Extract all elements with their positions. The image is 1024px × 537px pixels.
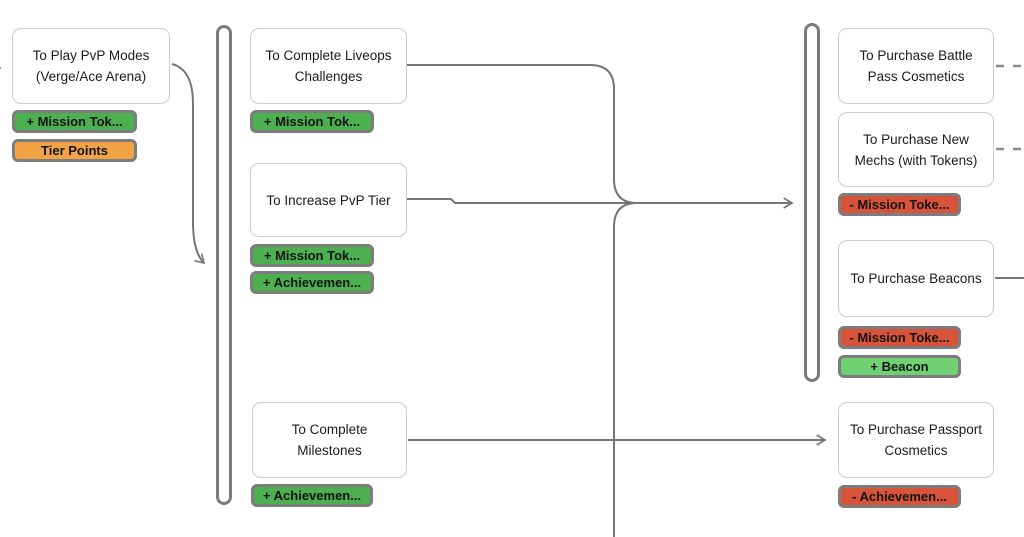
node-increase-pvp-tier[interactable]: To Increase PvP Tier: [250, 163, 407, 237]
node-label: To Complete Liveops: [265, 48, 392, 63]
tag-beacons-beacon[interactable]: + Beacon: [838, 355, 961, 378]
node-purchase-battle-pass-cosmetics[interactable]: To Purchase Battle Pass Cosmetics: [838, 28, 994, 104]
tag-beacons-mission-tokens[interactable]: - Mission Toke...: [838, 326, 961, 349]
node-complete-milestones[interactable]: To Complete Milestones: [252, 402, 407, 478]
node-label: To Purchase Beacons: [850, 271, 982, 286]
node-label: Mechs (with Tokens): [854, 152, 978, 168]
tag-label: + Mission Tok...: [263, 114, 361, 129]
tag-liveops-mission-tokens[interactable]: + Mission Tok...: [250, 110, 374, 133]
tag-label: - Mission Toke...: [849, 330, 950, 345]
tag-label: + Beacon: [870, 359, 929, 374]
tag-label: - Achievemen...: [852, 489, 947, 504]
tag-play-pvp-mission-tokens[interactable]: + Mission Tok...: [12, 110, 137, 133]
node-complete-liveops-challenges[interactable]: To Complete Liveops Challenges: [250, 28, 407, 104]
tag-pvp-tier-mission-tokens[interactable]: + Mission Tok...: [250, 244, 374, 267]
node-purchase-passport-cosmetics[interactable]: To Purchase Passport Cosmetics: [838, 402, 994, 478]
connector-liveops-down[interactable]: [407, 64, 638, 204]
connector-junction-down[interactable]: [613, 202, 638, 537]
node-label: Cosmetics: [884, 443, 948, 458]
node-purchase-beacons[interactable]: To Purchase Beacons: [838, 240, 994, 317]
tag-passport-achievement[interactable]: - Achievemen...: [838, 485, 961, 508]
gate-bar-right[interactable]: [804, 23, 820, 382]
node-label: To Complete: [291, 422, 368, 437]
node-label: (Verge/Ace Arena): [35, 69, 147, 84]
tag-new-mechs-mission-tokens[interactable]: - Mission Toke...: [838, 193, 961, 216]
tag-label: + Mission Tok...: [263, 248, 361, 263]
tag-pvp-tier-achievement[interactable]: + Achievemen...: [250, 271, 374, 294]
tag-label: - Mission Toke...: [849, 197, 950, 212]
node-label: Challenges: [294, 69, 363, 84]
tag-label: + Mission Tok...: [26, 114, 123, 129]
node-label: To Purchase Battle: [859, 48, 973, 63]
tag-label: + Achievemen...: [262, 488, 362, 503]
node-purchase-new-mechs[interactable]: To Purchase New Mechs (with Tokens): [838, 112, 994, 187]
connector-pvptier-to-gate[interactable]: [407, 197, 794, 209]
tag-milestones-achievement[interactable]: + Achievemen...: [251, 484, 373, 507]
node-label: To Purchase New: [863, 131, 969, 147]
tag-play-pvp-tier-points[interactable]: Tier Points: [12, 139, 137, 162]
node-label: To Play PvP Modes: [32, 48, 150, 63]
node-label: To Increase PvP Tier: [266, 192, 391, 208]
node-label: Milestones: [297, 443, 362, 458]
node-label: To Purchase Passport: [849, 422, 983, 437]
node-play-pvp-modes[interactable]: To Play PvP Modes (Verge/Ace Arena): [12, 28, 170, 104]
connector-playpvp-to-gate[interactable]: [171, 63, 206, 265]
gate-bar-left[interactable]: [216, 25, 232, 505]
tag-label: Tier Points: [41, 143, 108, 158]
node-label: Pass Cosmetics: [867, 69, 965, 84]
tag-label: + Achievemen...: [262, 275, 362, 290]
